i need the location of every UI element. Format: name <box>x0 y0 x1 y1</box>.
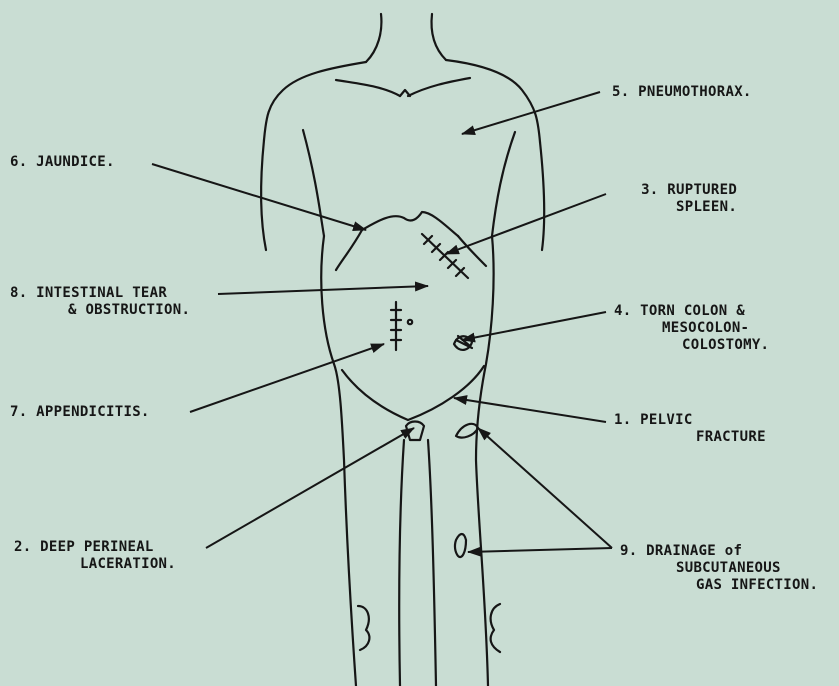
right-shoulder-line <box>446 60 540 142</box>
left-rib-curve <box>336 230 362 270</box>
left-torso-side <box>321 236 356 686</box>
label-ruptured-spleen: 3. RUPTURED SPLEEN. <box>614 182 737 216</box>
navel <box>408 320 412 324</box>
left-chest-line <box>303 130 324 236</box>
lower-abdomen-line <box>342 366 484 420</box>
right-chest-line <box>492 132 515 236</box>
arrow-intestinal-tear <box>218 286 428 294</box>
arrow-torn-colon <box>462 312 606 340</box>
label-torn-colon: 4. TORN COLON & MESOCOLON- COLOSTOMY. <box>614 303 769 354</box>
pelvic-drain <box>456 424 478 438</box>
arrow-appendicitis <box>190 344 384 412</box>
label-appendicitis: 7. APPENDICITIS. <box>10 404 150 421</box>
rib-margin <box>362 212 458 236</box>
left-arm-line <box>261 140 266 250</box>
arrow-drainage-thigh <box>468 548 612 552</box>
label-intestinal-tear: 8. INTESTINAL TEAR & OBSTRUCTION. <box>10 285 190 319</box>
left-knee <box>358 606 369 650</box>
right-knee <box>491 604 500 652</box>
left-shoulder-line <box>264 62 366 140</box>
label-jaundice: 6. JAUNDICE. <box>10 154 115 171</box>
arrow-pelvic-fracture <box>454 398 606 422</box>
right-arm-line <box>540 142 544 250</box>
right-collarbone <box>408 78 470 96</box>
right-inner-leg <box>428 440 436 686</box>
arrow-pneumothorax <box>462 92 600 134</box>
label-perineal-laceration: 2. DEEP PERINEAL LACERATION. <box>14 539 176 573</box>
neck-left-line <box>366 14 381 62</box>
label-drainage: 9. DRAINAGE of SUBCUTANEOUS GAS INFECTIO… <box>620 543 818 594</box>
left-collarbone <box>336 80 400 96</box>
arrow-perineal <box>206 428 414 548</box>
neck-right-line <box>432 14 446 60</box>
thigh-drain <box>455 534 466 557</box>
arrow-drainage-pelvic <box>478 428 612 548</box>
arrow-ruptured-spleen <box>446 194 606 254</box>
label-pneumothorax: 5. PNEUMOTHORAX. <box>612 84 752 101</box>
label-pelvic-fracture: 1. PELVIC FRACTURE <box>614 412 766 446</box>
left-inner-leg <box>399 440 404 686</box>
sternal-notch <box>400 90 410 96</box>
arrow-jaundice <box>152 164 366 230</box>
